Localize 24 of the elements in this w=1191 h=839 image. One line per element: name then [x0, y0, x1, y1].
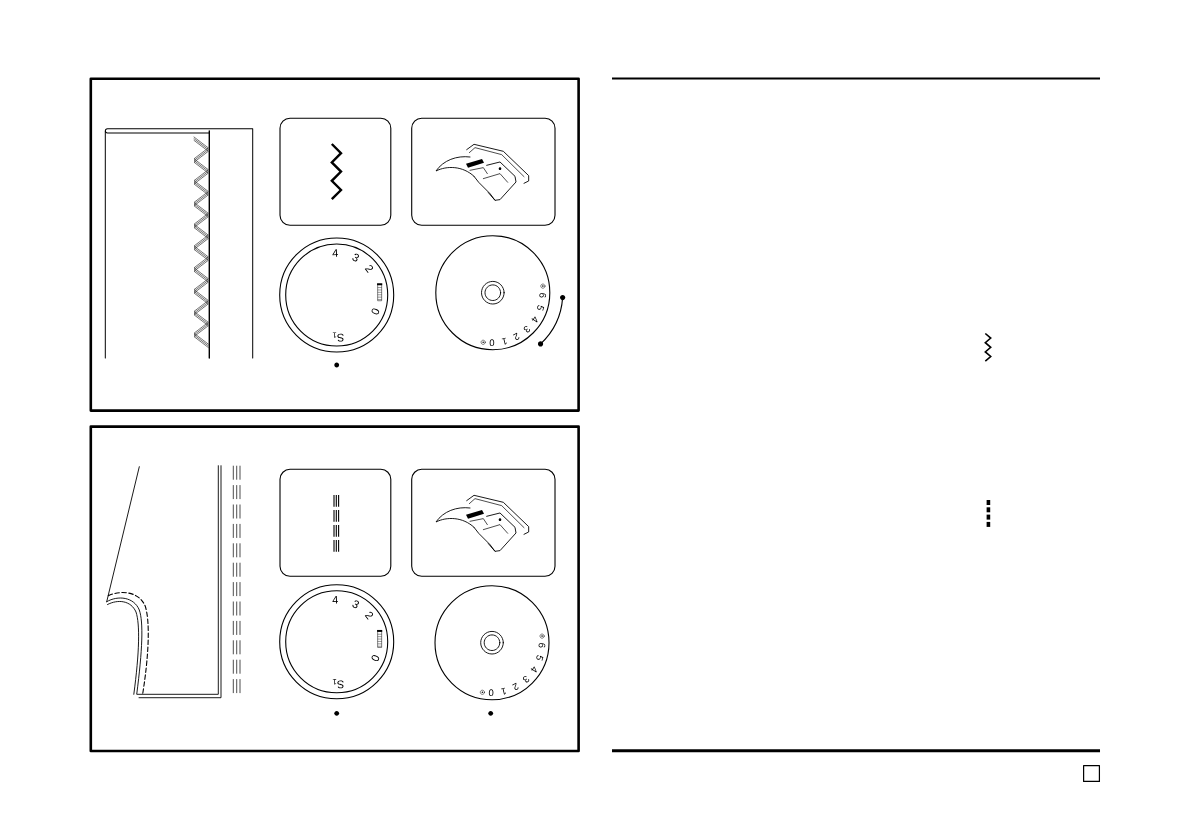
dial-number: 5	[537, 305, 545, 311]
dial-number: 0	[488, 689, 494, 697]
dial-number: 0	[371, 308, 380, 315]
dial-number: 1	[500, 687, 506, 695]
dial-number: 3	[352, 600, 359, 609]
dial-number: 6	[538, 643, 546, 648]
dial-number: 2	[364, 265, 373, 273]
dial-number: 2	[513, 332, 520, 340]
dial-number: 3	[523, 326, 530, 333]
dial-number: S$_{1}$	[332, 332, 344, 342]
dial-number: 3	[352, 253, 359, 262]
dial-number: S$_{1}$	[332, 679, 344, 689]
dial-number: 4	[530, 666, 537, 673]
dial-number: 3	[522, 676, 530, 683]
dial-number: 4	[332, 595, 339, 604]
dial-number: 1	[501, 337, 507, 345]
dial-number: 2	[364, 611, 373, 620]
dial-number: 0	[489, 339, 495, 347]
dial-number: 2	[512, 682, 519, 690]
dial-number: 6	[539, 293, 547, 298]
dial-number: 5	[536, 655, 544, 661]
dial-number: 4	[332, 249, 339, 257]
dial-number: 0	[371, 655, 380, 662]
dial-number: 4	[531, 316, 538, 323]
